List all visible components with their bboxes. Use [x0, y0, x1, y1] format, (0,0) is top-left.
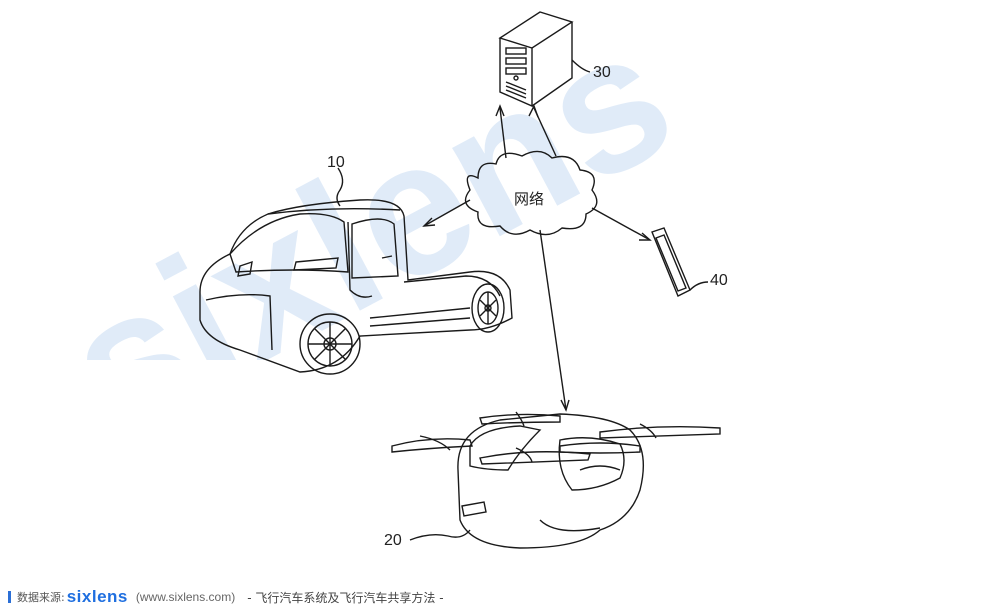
source-url: (www.sixlens.com)	[135, 590, 236, 604]
terminal-label: 40	[710, 272, 728, 289]
flying-car-drawing	[391, 411, 721, 549]
source-footer: 数据来源: sixlens (www.sixlens.com) - 飞行汽车系统…	[0, 584, 1000, 610]
flying-car-label: 20	[384, 532, 402, 549]
car-label: 10	[327, 154, 345, 171]
document-title: - 飞行汽车系统及飞行汽车共享方法 -	[247, 590, 444, 605]
car-drawing	[199, 167, 513, 375]
tablet-icon	[651, 227, 709, 297]
connection-arrows	[422, 104, 652, 412]
source-label: 数据来源:	[17, 591, 65, 604]
brand-logo: sixlens	[66, 587, 128, 606]
network-label: 网络	[514, 190, 545, 208]
network-cloud	[464, 150, 598, 236]
server-icon	[498, 11, 591, 108]
server-label: 30	[593, 64, 611, 81]
footer-accent-bar	[8, 591, 11, 603]
diagram-drawing	[199, 11, 721, 549]
